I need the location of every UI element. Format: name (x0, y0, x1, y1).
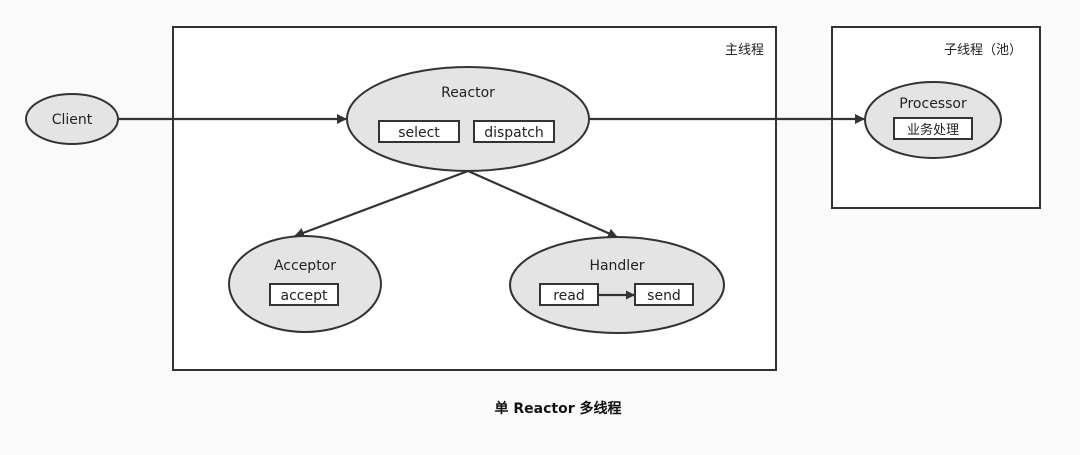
edge-reactor-acceptor (294, 169, 469, 238)
handler-label: Handler (589, 258, 644, 274)
send-box (634, 283, 694, 306)
diagram-caption: 单 Reactor 多线程 (495, 400, 622, 417)
handler-ellipse (509, 236, 725, 334)
client-node: Client (25, 93, 119, 145)
client-ellipse (25, 93, 119, 145)
handler-node: Handler read send (509, 236, 725, 334)
dispatch-label: dispatch (484, 125, 544, 141)
acceptor-node: Acceptor accept (228, 235, 382, 333)
send-label: send (647, 288, 681, 304)
accept-box (269, 283, 339, 306)
business-label: 业务处理 (907, 122, 959, 138)
processor-label: Processor (899, 96, 967, 112)
reactor-label: Reactor (441, 85, 495, 101)
business-box (893, 117, 973, 140)
dispatch-box (473, 120, 555, 143)
select-box (378, 120, 460, 143)
sub-thread-label: 子线程（池） (944, 43, 1022, 58)
reactor-node: Reactor select dispatch (346, 66, 590, 172)
processor-node: Processor 业务处理 (864, 81, 1002, 159)
read-label: read (553, 288, 585, 304)
acceptor-label: Acceptor (274, 258, 336, 274)
main-thread-label: 主线程 (725, 43, 764, 58)
select-label: select (398, 125, 440, 141)
reactor-ellipse (346, 66, 590, 172)
edge-reactor-handler (467, 169, 618, 239)
accept-label: accept (281, 288, 328, 304)
client-label: Client (52, 112, 93, 128)
